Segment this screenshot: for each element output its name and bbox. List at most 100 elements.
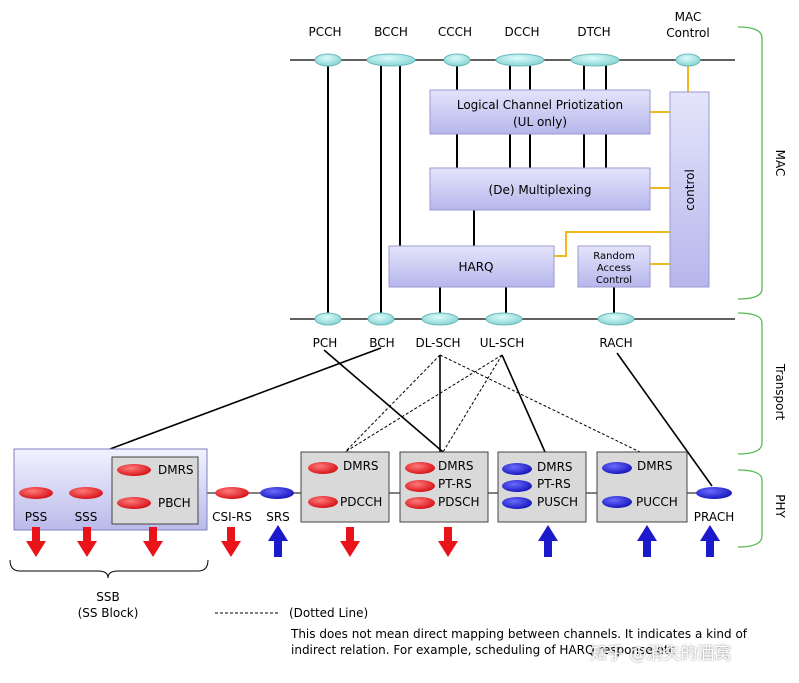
bch-node <box>367 312 395 326</box>
down-arrow-icon <box>438 527 458 557</box>
transport-label-dlsch: DL-SCH <box>415 336 460 350</box>
sss-label: SSS <box>75 510 98 524</box>
down-arrow-icon <box>340 527 360 557</box>
prioritization-label-line1: Logical Channel Priotization <box>457 98 623 112</box>
prach-label: PRACH <box>694 510 735 524</box>
logical-label-dtch: DTCH <box>577 25 610 39</box>
rac-label-line2: Access <box>597 263 631 274</box>
pusch-dmrs-label: DMRS <box>537 460 573 474</box>
dlsch-node <box>421 312 459 326</box>
dlsch-to-pucch-dotted <box>439 354 641 453</box>
multiplexing-label: (De) Multiplexing <box>489 183 592 197</box>
pucch-signal <box>602 496 632 508</box>
ssb-label-line1: SSB <box>96 590 119 604</box>
ccch-node <box>443 53 471 67</box>
ulsch-to-pdsch-dotted <box>442 354 503 453</box>
rac-label-line3: Control <box>596 275 632 286</box>
ssb-brace <box>9 559 209 579</box>
pss-signal <box>19 487 53 499</box>
logical-label-ccch: CCCH <box>438 25 472 39</box>
ulsch-to-pdcch-dotted <box>344 354 503 453</box>
mac-control-node <box>675 53 701 67</box>
control-block <box>669 91 710 288</box>
pdsch-ptrs-signal <box>405 480 435 492</box>
random-access-control-block <box>577 245 651 288</box>
phy-layer-label: PHY <box>773 494 787 518</box>
up-arrow-icon <box>637 525 657 557</box>
pucch-dmrs-label: DMRS <box>637 459 673 473</box>
pdcch-signal <box>308 496 338 508</box>
harq-label: HARQ <box>458 260 493 274</box>
pdsch-label: PDSCH <box>438 495 480 509</box>
pdsch-signal <box>405 497 435 509</box>
csi-rs-signal <box>215 487 249 499</box>
pdcch-label: PDCCH <box>340 495 382 509</box>
bcch-node <box>366 53 416 67</box>
logical-label-bcch: BCCH <box>374 25 408 39</box>
control-label: control <box>683 169 697 211</box>
pss-label: PSS <box>25 510 47 524</box>
transport-label-rach: RACH <box>599 336 632 350</box>
transport-label-bch: BCH <box>369 336 394 350</box>
csi-rs-label: CSI-RS <box>212 510 252 524</box>
transport-layer-label: Transport <box>773 363 787 421</box>
pusch-ptrs-label: PT-RS <box>537 477 571 491</box>
ssb-dmrs-label: DMRS <box>158 463 194 477</box>
pusch-ptrs-signal <box>502 480 532 492</box>
pucch-label: PUCCH <box>636 495 678 509</box>
down-arrow-icon <box>221 527 241 557</box>
pdcch-dmrs-label: DMRS <box>343 459 379 473</box>
srs-label: SRS <box>266 510 290 524</box>
transport-bracket <box>737 312 763 455</box>
down-arrow-icon <box>26 527 46 557</box>
watermark: 知乎 @消失的酒窝 <box>590 644 732 664</box>
logical-channel-prioritization-block <box>429 89 651 135</box>
pch-to-pdsch-line <box>323 349 444 453</box>
dlsch-to-pdcch-dotted <box>344 354 441 453</box>
mac-control-label-line1: MAC <box>675 10 702 24</box>
pdsch-ptrs-label: PT-RS <box>438 477 472 491</box>
pch-node <box>314 312 342 326</box>
ssb-dmrs-signal <box>117 464 151 476</box>
control-to-harq-line <box>554 231 670 257</box>
pbch-label: PBCH <box>158 496 191 510</box>
rach-to-prach-line <box>616 352 713 487</box>
dcch-node <box>495 53 545 67</box>
ulsch-to-pusch-line <box>501 354 546 453</box>
logical-label-dcch: DCCH <box>504 25 539 39</box>
phy-bracket <box>737 469 763 548</box>
mac-bracket <box>737 26 763 300</box>
harq-block <box>388 245 555 288</box>
multiplexing-block <box>429 167 651 211</box>
pucch-dmrs-signal <box>602 462 632 474</box>
mac-layer-label: MAC <box>773 150 787 177</box>
logical-label-pcch: PCCH <box>308 25 341 39</box>
prach-signal <box>696 487 732 499</box>
rac-label-line1: Random <box>593 251 634 262</box>
sss-signal <box>69 487 103 499</box>
pusch-signal <box>502 497 532 509</box>
down-arrow-icon <box>143 527 163 557</box>
srs-signal <box>260 487 294 499</box>
mac-control-label-line2: Control <box>666 26 709 40</box>
pusch-dmrs-signal <box>502 463 532 475</box>
up-arrow-icon <box>268 525 288 557</box>
pusch-label: PUSCH <box>537 495 578 509</box>
transport-label-ulsch: UL-SCH <box>480 336 525 350</box>
ulsch-node <box>485 312 523 326</box>
down-arrow-icon <box>77 527 97 557</box>
prioritization-label-line2: (UL only) <box>513 115 567 129</box>
pdcch-dmrs-signal <box>308 462 338 474</box>
pdsch-dmrs-signal <box>405 462 435 474</box>
legend-note: This does not mean direct mapping betwee… <box>291 627 748 657</box>
pdsch-dmrs-label: DMRS <box>438 459 474 473</box>
bch-to-ssb-line <box>109 347 382 450</box>
up-arrow-icon <box>700 525 720 557</box>
dtch-node <box>570 53 620 67</box>
ssb-label-line2: (SS Block) <box>78 606 139 620</box>
rach-node <box>597 312 635 326</box>
pbch-signal <box>117 497 151 509</box>
dotted-line-label: (Dotted Line) <box>289 606 368 620</box>
